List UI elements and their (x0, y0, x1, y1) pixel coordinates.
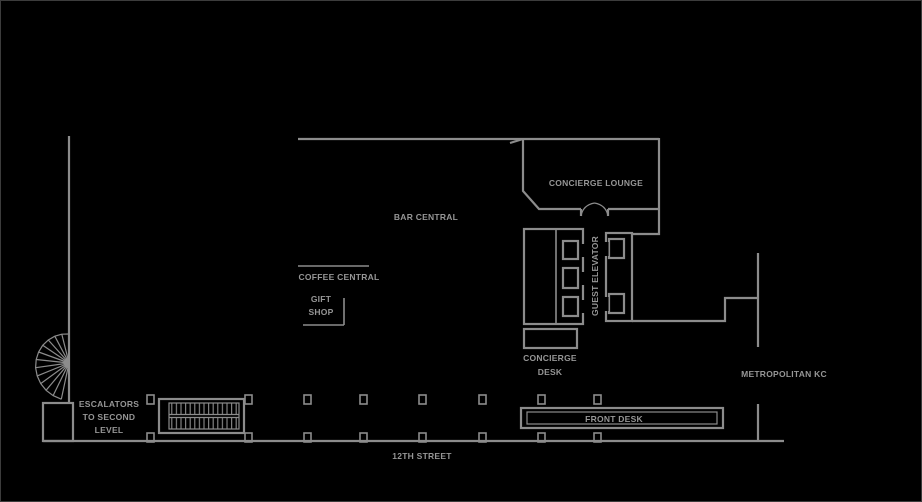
gift-shop-walls (303, 298, 345, 326)
label-concierge-desk-1: CONCIERGE (523, 353, 577, 363)
escalator-steps-top (170, 403, 238, 414)
column (244, 394, 253, 405)
column (244, 432, 253, 443)
elevator-car (607, 237, 626, 260)
label-gift-shop-2: SHOP (308, 307, 333, 317)
label-guest-elevator: GUEST ELEVATOR (590, 236, 600, 316)
lounge-corner-cut (509, 137, 524, 145)
lounge-wall-left (521, 140, 581, 211)
column (537, 394, 546, 405)
gift-shop-area: GIFT SHOP (303, 294, 345, 326)
concierge-desk-counter (522, 327, 579, 350)
column (478, 432, 487, 443)
wall-east-step (632, 296, 757, 323)
escalator-area: ESCALATORS TO SECOND LEVEL (41, 397, 246, 443)
column (537, 432, 546, 443)
front-desk-inner (526, 411, 718, 425)
column (359, 432, 368, 443)
label-gift-shop-1: GIFT (311, 294, 332, 304)
front-desk: FRONT DESK (519, 406, 725, 430)
column (478, 394, 487, 405)
label-escalators-3: LEVEL (95, 425, 124, 435)
label-escalators-2: TO SECOND (83, 412, 136, 422)
escalator-inner (168, 402, 240, 430)
escalator-landing-box (41, 401, 75, 443)
escalator-rails (169, 413, 239, 419)
label-concierge-desk-2: DESK (538, 367, 563, 377)
label-metropolitan-kc: METROPOLITAN KC (741, 369, 827, 379)
double-door-icon (579, 202, 610, 217)
column (146, 432, 155, 443)
column (359, 394, 368, 405)
column (418, 394, 427, 405)
column (593, 432, 602, 443)
concierge-desk: CONCIERGE DESK (522, 327, 579, 377)
elevator-car (561, 295, 580, 318)
elevator-car (561, 266, 580, 290)
column (593, 394, 602, 405)
lounge-wall-right (632, 138, 661, 236)
label-escalators-1: ESCALATORS (79, 399, 139, 409)
label-bar-central: BAR CENTRAL (394, 212, 458, 222)
label-front-desk: FRONT DESK (585, 414, 643, 424)
label-concierge-lounge: CONCIERGE LOUNGE (549, 178, 643, 188)
label-coffee-central: COFFEE CENTRAL (299, 272, 380, 282)
bar-central-area: BAR CENTRAL (394, 212, 458, 222)
column (146, 394, 155, 405)
column (303, 394, 312, 405)
escalator-symbol (157, 397, 246, 435)
guest-elevators: GUEST ELEVATOR (522, 227, 634, 326)
elevator-shaft-right (604, 231, 634, 323)
coffee-central-area: COFFEE CENTRAL (298, 265, 380, 282)
escalator-steps-bottom (170, 418, 238, 429)
spiral-stair-symbol (34, 333, 70, 400)
elevator-car (607, 292, 626, 315)
spiral-stair-treads (35, 334, 70, 400)
columns (146, 394, 602, 443)
label-12th-street: 12TH STREET (392, 451, 452, 461)
column (418, 432, 427, 443)
column (303, 432, 312, 443)
elevator-shaft-left (522, 227, 585, 326)
elevator-car (561, 239, 580, 261)
concierge-lounge-room: CONCIERGE LOUNGE (509, 137, 661, 236)
front-desk-outer (519, 406, 725, 430)
